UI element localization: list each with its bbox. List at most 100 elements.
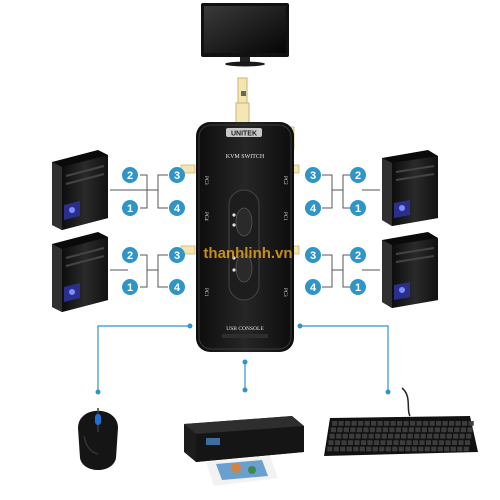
svg-text:4: 4: [310, 203, 317, 215]
monitor-icon: [201, 3, 289, 67]
keyboard-key: [390, 421, 396, 426]
keyboard-key: [467, 427, 473, 433]
keyboard-key: [377, 421, 383, 426]
keyboard-key: [386, 440, 393, 445]
switch-button-bottom[interactable]: [235, 253, 253, 283]
keyboard-key: [406, 440, 412, 445]
mouse-icon: [78, 408, 118, 470]
kvm-switch-device: UNITEK KVM SWITCH PC3 PC4 PC1 PC2 PC1 PC…: [196, 122, 294, 352]
svg-text:4: 4: [310, 282, 317, 294]
switch-button-top[interactable]: [235, 207, 253, 237]
keyboard-key: [359, 446, 365, 452]
keyboard-key: [408, 427, 414, 433]
usb-console-label: USB CONSOLE: [226, 326, 264, 332]
keyboard-key: [412, 440, 419, 445]
keyboard-icon: [324, 387, 478, 456]
keyboard-key: [392, 446, 398, 452]
keyboard-key: [380, 440, 386, 445]
keyboard-key: [436, 421, 442, 426]
badge-1-left-top: 1: [122, 200, 138, 216]
printer-icon: [184, 416, 304, 486]
keyboard-key: [402, 427, 408, 433]
keyboard-key: [350, 427, 356, 433]
keyboard-key: [434, 427, 440, 433]
keyboard-key: [442, 421, 448, 426]
keyboard-key: [397, 421, 403, 426]
keyboard-key: [349, 433, 355, 439]
watermark: thanhlinh.vn: [203, 245, 292, 262]
keyboard-key: [399, 440, 406, 445]
keyboard-key: [441, 427, 447, 433]
keyboard-key: [375, 433, 381, 439]
svg-text:2: 2: [127, 250, 133, 262]
keyboard-key: [444, 446, 450, 452]
pc-label-left-bottom: PC4: [203, 212, 208, 221]
badge-3-right-bottom: 3: [305, 247, 321, 263]
keyboard-key: [347, 440, 354, 445]
keyboard-key: [345, 421, 351, 426]
keyboard-key: [351, 421, 357, 426]
svg-text:1: 1: [127, 282, 133, 294]
keyboard-key: [338, 421, 344, 426]
usb-console-dots: [95, 323, 391, 395]
keyboard-key: [454, 427, 460, 433]
keyboard-key: [395, 427, 401, 433]
keyboard-key: [450, 446, 456, 452]
svg-text:2: 2: [355, 250, 361, 262]
keyboard-key: [457, 446, 463, 452]
keyboard-key: [405, 446, 411, 452]
keyboard-key: [368, 433, 374, 439]
pc-label-right-top: PC2: [282, 176, 287, 185]
keyboard-key: [415, 427, 421, 433]
keyboard-key: [425, 440, 432, 445]
badge-2-left-top: 2: [122, 167, 138, 183]
keyboard-key: [414, 433, 420, 439]
device-title: KVM SWITCH: [226, 154, 265, 160]
keyboard-key: [432, 440, 438, 445]
keyboard-key: [463, 446, 469, 452]
keyboard-key: [385, 446, 391, 452]
keyboard-key: [336, 433, 342, 439]
keyboard-key: [455, 421, 461, 426]
keyboard-key: [446, 433, 452, 439]
badge-4-left-top: 4: [169, 200, 185, 216]
keyboard-key: [376, 427, 382, 433]
led-indicator-2: [232, 223, 236, 227]
keyboard-key: [410, 421, 416, 426]
keyboard-key: [416, 421, 422, 426]
keyboard-key: [355, 433, 361, 439]
keyboard-key: [451, 440, 458, 445]
keyboard-key: [403, 421, 409, 426]
keyboard-key: [449, 421, 455, 426]
keyboard-key: [381, 433, 387, 439]
keyboard-key: [468, 421, 474, 426]
led-indicator-1: [232, 213, 236, 217]
keyboard-key: [372, 446, 378, 452]
computer-bottom-left-icon: [52, 232, 108, 312]
keyboard-key: [428, 427, 434, 433]
keyboard-key: [354, 440, 360, 445]
keyboard-key: [393, 440, 399, 445]
svg-text:2: 2: [355, 170, 361, 182]
keyboard-key: [332, 421, 338, 426]
keyboard-key: [334, 440, 341, 445]
keyboard-key: [460, 427, 466, 433]
pc-label-left-2: PC1: [203, 288, 208, 297]
keyboard-key: [346, 446, 352, 452]
keyboard-key: [358, 421, 364, 426]
svg-text:1: 1: [355, 282, 361, 294]
badge-3-right-top: 3: [305, 167, 321, 183]
keyboard-key: [333, 446, 339, 452]
badge-3-left-top: 3: [169, 167, 185, 183]
keyboard-key: [453, 433, 459, 439]
keyboard-key: [431, 446, 437, 452]
keyboard-key: [437, 446, 443, 452]
keyboard-key: [419, 440, 425, 445]
led-indicator-3: [232, 256, 236, 260]
keyboard-key: [394, 433, 400, 439]
svg-text:4: 4: [174, 282, 181, 294]
keyboard-key: [369, 427, 375, 433]
badge-2-right-bottom: 2: [350, 247, 366, 263]
keyboard-key: [466, 433, 472, 439]
keyboard-key: [427, 433, 433, 439]
